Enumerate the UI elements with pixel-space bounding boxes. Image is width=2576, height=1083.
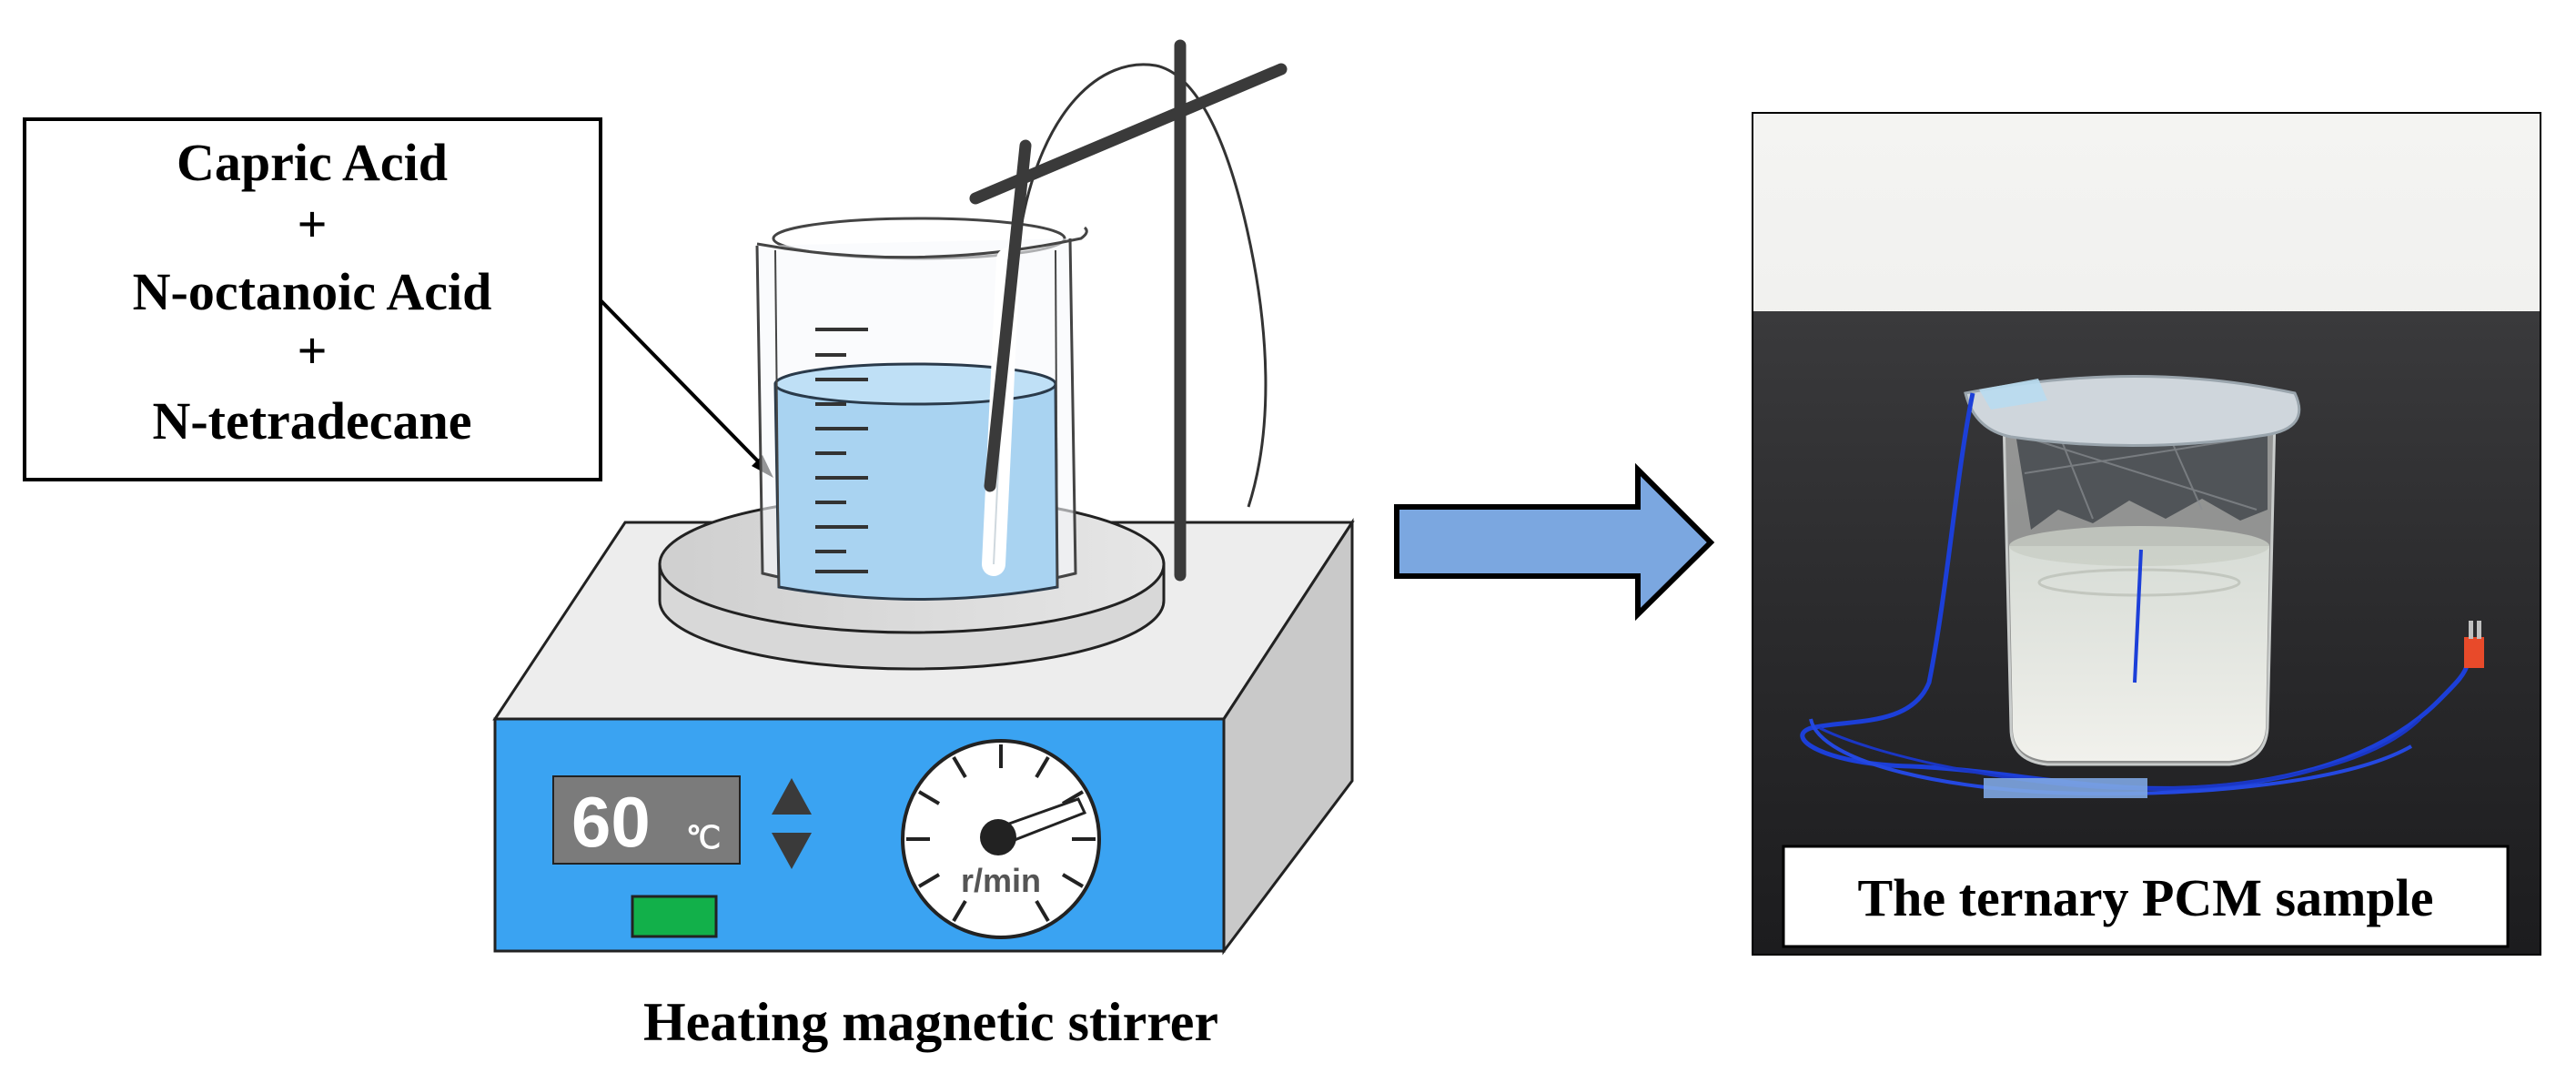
ingredient-n-tetradecane: N-tetradecane [152,391,471,450]
process-arrow-icon [1394,462,1715,622]
dial-label: r/min [961,862,1041,899]
sample-photo: The ternary PCM sample [1752,112,2541,956]
stirrer-caption: Heating magnetic stirrer [643,992,1218,1052]
sample-caption: The ternary PCM sample [1857,868,2433,927]
speed-dial[interactable]: r/min [901,739,1101,939]
temperature-value: 60 [571,782,651,862]
thermocouple-probe [984,139,1032,492]
power-button[interactable] [631,895,718,938]
foil-lid [1964,375,2301,448]
ingredient-n-octanoic-acid: N-octanoic Acid [133,262,492,321]
dial-hub [980,819,1016,855]
ingredient-plus-2: + [297,321,327,380]
pcm-sample-liquid [2009,546,2269,761]
heating-magnetic-stirrer: 60 ℃ r/min [492,494,1355,956]
thermocouple-wire [1800,392,2470,791]
graduation-marks [815,328,868,573]
ingredient-capric-acid: Capric Acid [177,133,448,192]
temperature-display [552,775,741,865]
beaker [755,139,1088,601]
pcm-liquid [773,382,1059,601]
stirrer-front-panel [493,717,1226,953]
temperature-down-icon[interactable] [772,833,812,869]
temperature-up-icon[interactable] [772,778,812,815]
ingredient-plus-1: + [297,195,327,254]
temperature-unit: ℃ [686,821,721,855]
ingredients-label-box: Capric Acid + N-octanoic Acid + N-tetrad… [23,117,602,481]
pointer-arrow [599,299,773,478]
ingredients-box-border [23,117,602,481]
sample-caption-box [1782,845,2510,948]
probe-cable [1019,63,1268,508]
connector-plug [2464,637,2484,668]
dial-ticks [906,744,1096,923]
